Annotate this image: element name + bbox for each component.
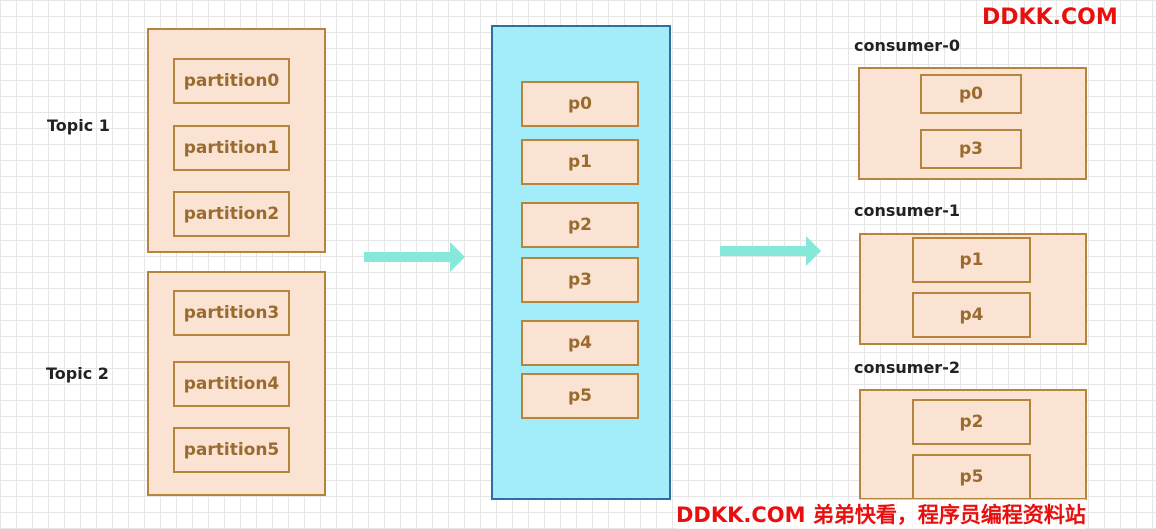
consumer-partition: p5 [912,454,1031,500]
topic-partition: partition1 [173,125,290,171]
watermark-top: DDKK.COM [982,5,1118,30]
pool-partition: p5 [521,373,639,419]
topic-partition: partition0 [173,58,290,104]
consumer-partition: p2 [912,399,1031,445]
pool-partition: p3 [521,257,639,303]
watermark-bottom: DDKK.COM 弟弟快看，程序员编程资料站 [676,499,1086,529]
topic-partition: partition2 [173,191,290,237]
consumer-partition: p1 [912,237,1031,283]
consumer-2-label: consumer-2 [854,358,960,377]
topic-1-label: Topic 1 [47,116,110,135]
topic-partition: partition3 [173,290,290,336]
pool-partition: p4 [521,320,639,366]
pool-partition: p0 [521,81,639,127]
consumer-partition: p3 [920,129,1022,169]
consumer-partition: p0 [920,74,1022,114]
consumer-0-label: consumer-0 [854,36,960,55]
topic-partition: partition5 [173,427,290,473]
consumer-partition: p4 [912,292,1031,338]
arrow-right-icon [720,236,821,266]
arrow-right-icon [364,242,465,272]
pool-partition: p1 [521,139,639,185]
consumer-1-label: consumer-1 [854,201,960,220]
topic-partition: partition4 [173,361,290,407]
topic-2-label: Topic 2 [46,364,109,383]
pool-partition: p2 [521,202,639,248]
